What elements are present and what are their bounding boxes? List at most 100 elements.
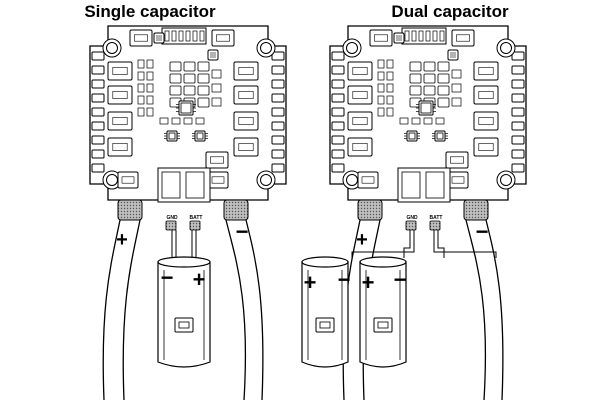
bottom-module-left-marking xyxy=(121,176,135,184)
battery-pad-batt xyxy=(425,171,445,199)
smd-component xyxy=(386,107,394,117)
battery-pad-gnd xyxy=(401,171,421,199)
edge-pad-right xyxy=(271,149,285,159)
mount-hole-bottom-left-inner xyxy=(106,174,118,186)
mount-hole-top-right-inner xyxy=(260,42,272,54)
edge-pad-left xyxy=(91,121,105,131)
edge-pad-left xyxy=(91,107,105,117)
smd-component xyxy=(451,97,462,107)
connector-pin xyxy=(418,30,424,42)
bottom-module-right-marking xyxy=(451,176,465,184)
mosfet-left-2-marking xyxy=(352,117,368,125)
edge-pad-right xyxy=(511,135,525,145)
wire-minus-edge xyxy=(485,219,504,400)
batt-label: BATT xyxy=(430,215,443,221)
mosfet-right-0-marking xyxy=(238,67,254,75)
edge-pad-right xyxy=(271,93,285,103)
wire-plus-sign: + xyxy=(356,229,368,251)
smd-component xyxy=(146,71,154,81)
mosfet-left-3-marking xyxy=(352,143,368,151)
mid-module-right-marking xyxy=(210,156,224,164)
edge-pad-left xyxy=(331,135,345,145)
edge-pad-right xyxy=(511,121,525,131)
driver-chip-die xyxy=(408,132,416,140)
edge-pad-right xyxy=(511,93,525,103)
smd-component xyxy=(171,117,181,125)
smd-component xyxy=(386,95,394,105)
capacitor-single xyxy=(157,261,211,368)
inductor xyxy=(197,85,210,96)
inductor xyxy=(437,61,450,72)
cap-right-plus-sign: + xyxy=(362,270,375,295)
connector-pin xyxy=(199,30,205,42)
mount-hole-bottom-right-inner xyxy=(500,174,512,186)
edge-pad-left xyxy=(331,93,345,103)
smd-component xyxy=(386,83,394,93)
wire-plus-edge xyxy=(122,219,141,400)
smd-component xyxy=(411,117,421,125)
mosfet-right-0-marking xyxy=(478,67,494,75)
edge-pad-left xyxy=(331,107,345,117)
gnd-label: GND xyxy=(406,215,418,221)
mount-hole-top-left-inner xyxy=(346,42,358,54)
edge-pad-right xyxy=(511,79,525,89)
smd-component xyxy=(211,83,222,93)
smd-component xyxy=(211,69,222,79)
dual-capacitor-title: Dual capacitor xyxy=(391,2,509,21)
edge-pad-left xyxy=(91,65,105,75)
top-module-right-marking xyxy=(456,34,470,42)
edge-pad-right xyxy=(511,107,525,117)
smd-component xyxy=(137,107,145,117)
mosfet-right-1-marking xyxy=(478,91,494,99)
connector-pin xyxy=(185,30,191,42)
driver-chip-die xyxy=(196,132,204,140)
cap-left-minus-sign: − xyxy=(338,267,351,292)
edge-pad-left xyxy=(91,163,105,173)
driver-chip-die xyxy=(168,132,176,140)
capacitor-single-label-inner xyxy=(178,321,190,329)
connector-pin xyxy=(192,30,198,42)
bottom-module-right-marking xyxy=(211,176,225,184)
capacitor-left xyxy=(301,261,349,368)
gnd-pad xyxy=(405,220,417,231)
controller-chip-die xyxy=(420,102,432,114)
capacitor-left-top xyxy=(301,256,349,268)
inductor xyxy=(197,97,210,108)
smd-component xyxy=(451,69,462,79)
wire-minus-sign: − xyxy=(476,219,489,244)
smd-component xyxy=(377,59,385,69)
connector-pin xyxy=(171,30,177,42)
edge-pad-right xyxy=(271,107,285,117)
driver-chip-die xyxy=(436,132,444,140)
edge-pad-left xyxy=(331,121,345,131)
smd-component xyxy=(386,71,394,81)
edge-pad-right xyxy=(271,135,285,145)
edge-pad-right xyxy=(511,51,525,61)
smd-component xyxy=(146,59,154,69)
mosfet-left-1-marking xyxy=(352,91,368,99)
edge-pad-left xyxy=(331,149,345,159)
cap-right-minus-sign: − xyxy=(394,267,407,292)
inductor xyxy=(183,73,196,84)
edge-pad-left xyxy=(91,93,105,103)
mount-hole-top-right-inner xyxy=(500,42,512,54)
inductor xyxy=(169,61,182,72)
edge-pad-right xyxy=(511,149,525,159)
wire-plus-sign: + xyxy=(116,229,128,251)
connector-pin xyxy=(164,30,170,42)
smd-component xyxy=(137,95,145,105)
solder-pad-plus xyxy=(357,199,383,221)
connector-pin xyxy=(411,30,417,42)
edge-pad-left xyxy=(331,79,345,89)
wire-plus-edge xyxy=(102,219,121,400)
batt-pad xyxy=(429,220,441,231)
smd-component xyxy=(137,71,145,81)
inductor xyxy=(197,73,210,84)
edge-pad-right xyxy=(511,65,525,75)
cap-lead-gnd xyxy=(351,230,415,258)
cap-plus-sign: + xyxy=(193,267,206,292)
smd-component xyxy=(377,83,385,93)
edge-pad-left xyxy=(331,163,345,173)
wire-minus-sign: − xyxy=(236,219,249,244)
